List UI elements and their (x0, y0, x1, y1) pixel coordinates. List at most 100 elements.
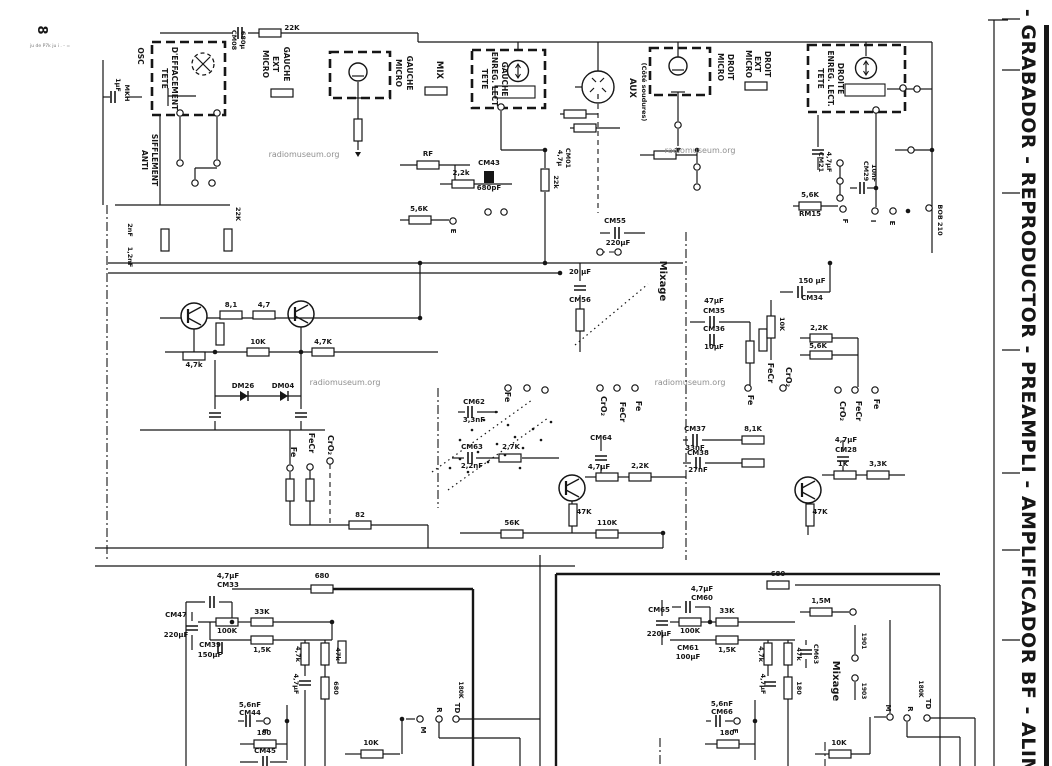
resistor (252, 310, 276, 320)
resistor (416, 160, 440, 170)
rotated-label: MICRO (261, 50, 270, 78)
resistor (741, 458, 765, 468)
watermark: radiomuseum.org (665, 146, 736, 155)
rotated-label: FeCr (766, 363, 775, 383)
component-value-label: 47µF (704, 297, 724, 305)
terminal (191, 179, 199, 187)
switch-contact-dot (458, 457, 462, 461)
rotated-label: TD (453, 703, 461, 714)
resistor (741, 435, 765, 445)
head-core (494, 85, 536, 99)
rotated-label: R (906, 706, 914, 712)
switch-contact-dot (448, 466, 452, 470)
component-value-label: 1K (838, 460, 849, 468)
switch-contact-dot (531, 427, 535, 431)
rotated-label: CrO₂ (599, 396, 608, 417)
block-label: DROITE (836, 63, 845, 94)
component-value-label: 4,7k (185, 361, 202, 369)
resistor (498, 453, 522, 463)
microphone-icon (348, 62, 368, 82)
junction-dot (399, 716, 405, 722)
component-value-label: CM47 (165, 611, 187, 619)
component-value-label: 82 (355, 511, 365, 519)
component-value-label: 680 (771, 570, 786, 578)
junction-dot (212, 349, 218, 355)
resistor (783, 642, 793, 666)
component-value-label: 220µF (606, 239, 631, 247)
erase-head-icon (191, 52, 215, 76)
component-value-label: 8,1K (744, 425, 762, 433)
junction-dot (284, 718, 290, 724)
switch-contact-dot (476, 450, 480, 454)
component-value-label: 56K (504, 519, 520, 527)
capacitor (110, 91, 116, 103)
terminal (923, 714, 931, 722)
terminal (839, 205, 847, 213)
capacitor (695, 457, 701, 469)
block-outline (648, 46, 712, 97)
rotated-label: 4,7k (757, 646, 765, 663)
switch-dotted-link (447, 417, 549, 491)
rotated-label: MIX (434, 61, 444, 80)
terminal (213, 159, 221, 167)
rotated-label: Mixage (830, 661, 841, 702)
switch-contact-dot (470, 428, 474, 432)
block-outline (150, 40, 227, 117)
capacitor (764, 681, 776, 687)
rotated-label: R (435, 707, 443, 713)
terminal (903, 714, 911, 722)
rotated-label: Mixage (657, 261, 668, 302)
resistor (715, 617, 739, 627)
rotated-label: 10K (778, 317, 786, 332)
record-play-head-icon (515, 73, 521, 80)
component-value-label: 4,7 (258, 301, 271, 309)
component-value-label: CM44 (239, 709, 261, 717)
transistor (801, 491, 816, 500)
transistor (187, 306, 202, 315)
record-play-head-icon (863, 59, 869, 66)
resistor (745, 340, 755, 364)
switch-contact-dot (549, 420, 553, 424)
resistor (809, 607, 833, 617)
terminal (886, 713, 894, 721)
component-value-label: CM55 (604, 217, 626, 225)
component-value-label: 3,3K (869, 460, 887, 468)
resistor (573, 123, 597, 133)
rotated-label: 22K (234, 207, 242, 222)
rotated-label: MICRO (744, 50, 753, 78)
component-value-label: CM45 (254, 747, 276, 755)
component-value-label: DM04 (272, 382, 295, 390)
component-value-label: 100K (680, 627, 701, 635)
block-label: TETE (160, 68, 169, 88)
resistor (716, 739, 740, 749)
terminal (504, 384, 512, 392)
record-play-head-icon (854, 56, 878, 80)
component-value-label: 33nF (685, 444, 705, 452)
component-value-label: 220µF (164, 631, 189, 639)
component-value-label: 5,6K (809, 342, 827, 350)
rotated-label: 1µF (114, 78, 122, 92)
rotated-label: OSC (136, 47, 145, 65)
component-value-label: 2,2K (810, 324, 828, 332)
resistor (628, 472, 652, 482)
transistor (801, 480, 816, 489)
terminal (523, 384, 531, 392)
capacitor (209, 596, 215, 608)
rotated-label: FeCr (854, 401, 863, 421)
erase-head-icon (195, 56, 211, 72)
component-value-label: 8,1 (225, 301, 238, 309)
component-value-label: 1,5K (718, 646, 736, 654)
terminal (176, 159, 184, 167)
resistor (311, 347, 335, 357)
resistor (320, 642, 330, 666)
component-value-label: 47K (576, 508, 592, 516)
rotated-label: Fe (746, 395, 755, 406)
terminal (834, 386, 842, 394)
block-outline (328, 50, 392, 100)
component-value-label: CM61 (677, 644, 699, 652)
rotated-label: GAUCHE (405, 56, 414, 91)
terminal (176, 109, 184, 117)
capacitor (245, 715, 251, 727)
